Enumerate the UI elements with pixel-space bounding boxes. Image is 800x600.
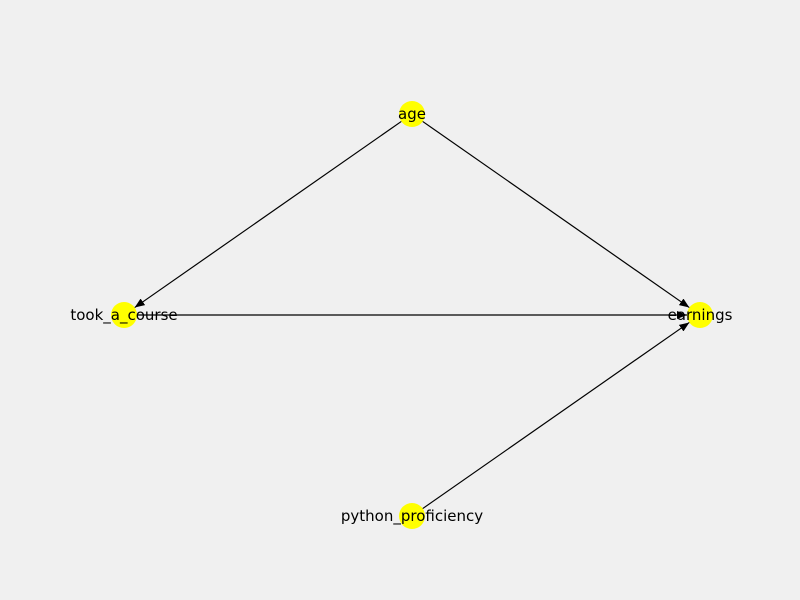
node-label-earnings: earnings — [668, 306, 733, 324]
nodes — [111, 101, 713, 529]
edge-age-to-took_a_course — [134, 120, 402, 309]
node-age — [399, 101, 425, 127]
node-label-python-proficiency: python_proficiency — [341, 507, 483, 526]
node-label-age: age — [398, 105, 426, 123]
node-labels: age took_a_course earnings python_proficien… — [70, 105, 732, 526]
node-label-took-a-course: took_a_course — [70, 306, 177, 325]
edge-age-to-earnings — [422, 120, 690, 309]
edges — [134, 120, 690, 510]
edge-python_proficiency-to-earnings — [422, 321, 690, 510]
node-earnings — [687, 302, 713, 328]
node-python-proficiency — [399, 503, 425, 529]
node-took-a-course — [111, 302, 137, 328]
